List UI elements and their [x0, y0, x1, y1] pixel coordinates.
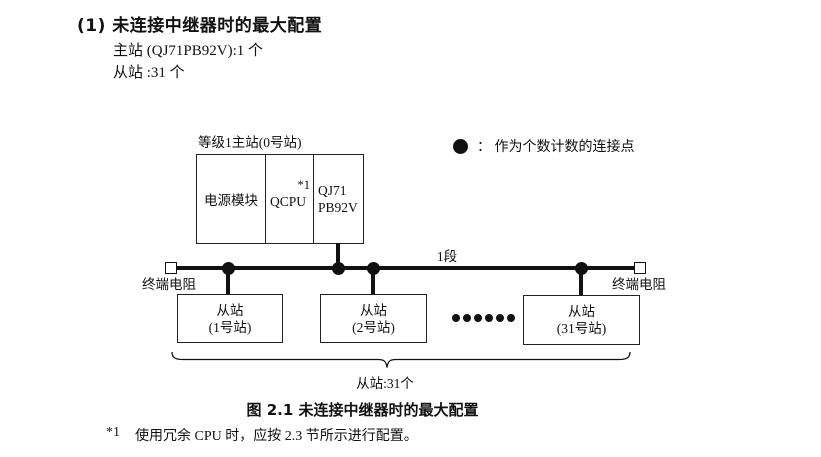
slave-name: 从站 — [216, 302, 244, 318]
footnote-marker: *1 — [106, 425, 120, 440]
pb92v-line1: QJ71 — [318, 183, 347, 198]
qcpu-label: QCPU — [270, 194, 307, 209]
master-count-line: 主站 (QJ71PB92V):1 个 — [113, 43, 264, 59]
slave-station-box: 从站 (1号站) — [177, 294, 283, 343]
pb92v-module-cell: QJ71 PB92V — [314, 155, 363, 243]
master-drop-line — [336, 243, 340, 268]
slave-name: 从站 — [360, 302, 387, 318]
section-heading: (1) 未连接中继器时的最大配置 — [77, 16, 323, 36]
slave-name: 从站 — [568, 304, 595, 319]
pb92v-line2: PB92V — [318, 200, 358, 215]
segment-label: 1段 — [436, 249, 458, 264]
ellipsis-dots — [452, 314, 515, 322]
qcpu-cell: *1 QCPU — [266, 155, 314, 243]
footnote: *1 使用冗余 CPU 时，应按 2.3 节所示进行配置。 — [106, 425, 418, 445]
slave-station-number: (31号站) — [556, 321, 607, 336]
master-station-box: 电源模块 *1 QCPU QJ71 PB92V — [196, 154, 364, 244]
footnote-ref-marker: *1 — [297, 178, 311, 192]
figure-caption: 图 2.1 未连接中继器时的最大配置 — [246, 401, 479, 419]
footnote-text: 使用冗余 CPU 时，应按 2.3 节所示进行配置。 — [135, 429, 418, 444]
slave2-drop-line — [371, 268, 375, 295]
terminator-left-icon — [165, 262, 177, 274]
connection-dot — [367, 262, 380, 275]
terminator-left-label: 终端电阻 — [142, 277, 196, 292]
bus-line — [177, 266, 635, 270]
terminator-right-icon — [634, 262, 646, 274]
slave-station-box: 从站 (31号站) — [523, 295, 640, 345]
legend: ： 作为个数计数的连接点 — [453, 136, 635, 156]
connection-point-icon — [453, 138, 468, 154]
connection-dot — [575, 262, 588, 275]
slave-total-label: 从站:31个 — [356, 376, 414, 391]
slave-station-number: (2号站) — [352, 319, 395, 335]
power-module-cell: 电源模块 — [197, 155, 266, 243]
master-station-label: 等级1主站(0号站) — [198, 135, 302, 150]
legend-text: ： 作为个数计数的连接点 — [477, 140, 635, 155]
brace — [171, 351, 631, 368]
slave-count-line: 从站 :31 个 — [113, 65, 185, 81]
slave3-drop-line — [579, 268, 583, 296]
slave-station-box: 从站 (2号站) — [320, 294, 427, 343]
connection-dot — [332, 262, 345, 275]
connection-dot — [222, 262, 235, 275]
slave1-drop-line — [226, 268, 230, 295]
slave-station-number: (1号站) — [208, 319, 252, 335]
terminator-right-label: 终端电阻 — [612, 277, 666, 292]
